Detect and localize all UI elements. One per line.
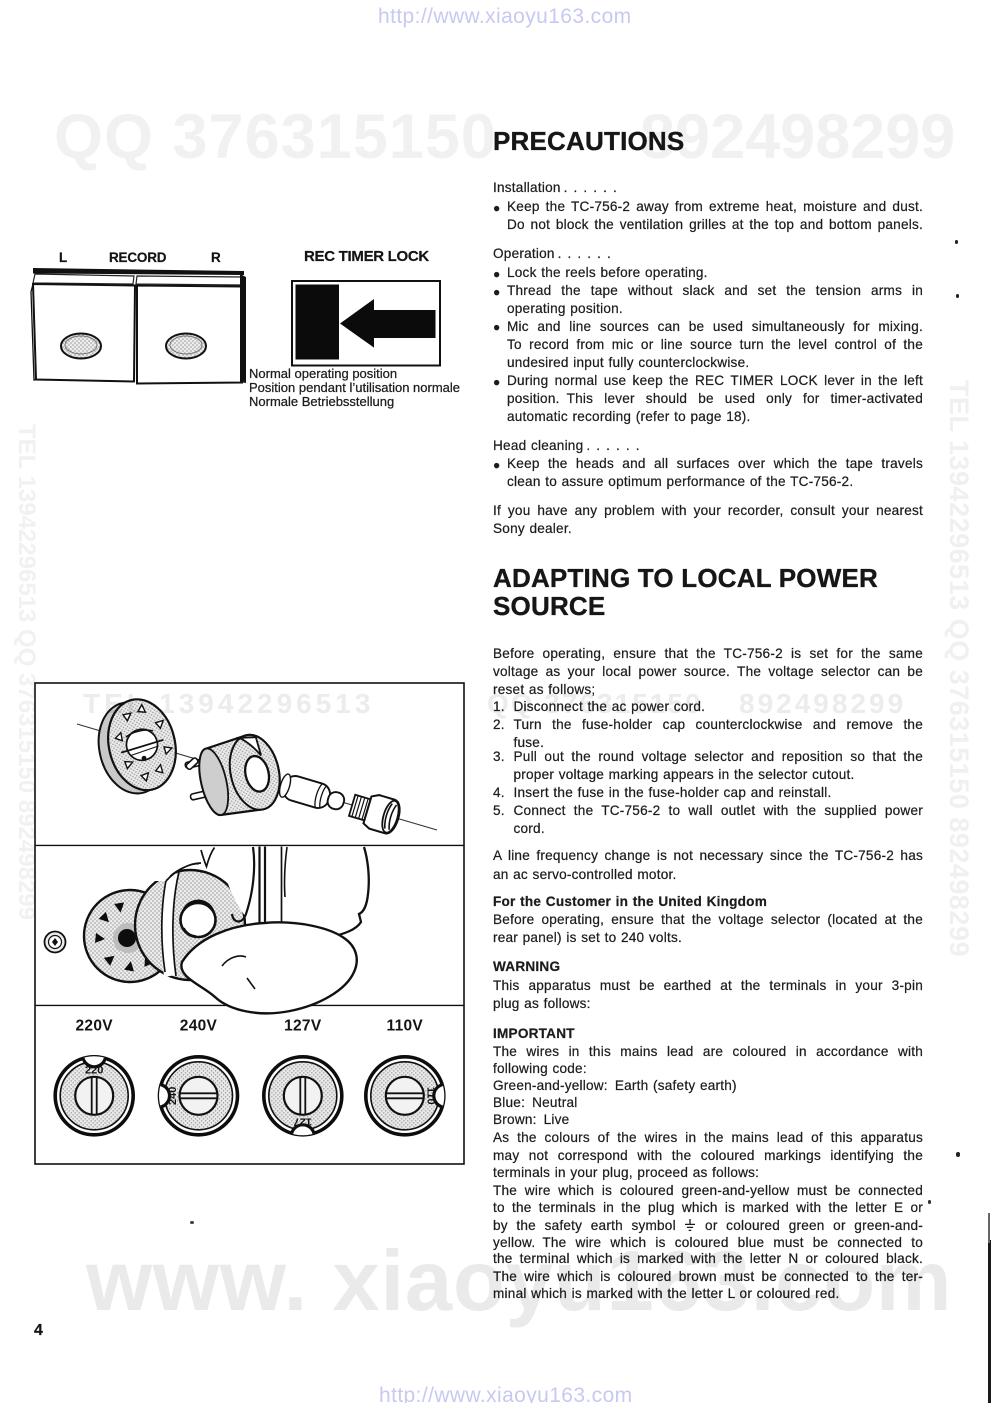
svg-text:110: 110 (424, 1087, 436, 1105)
svg-text:127: 127 (294, 1115, 312, 1127)
svg-text:240: 240 (167, 1087, 179, 1105)
svg-text:110V: 110V (387, 1018, 424, 1035)
svg-text:220V: 220V (75, 1018, 113, 1035)
svg-text:220: 220 (85, 1064, 103, 1076)
svg-text:127V: 127V (284, 1018, 322, 1035)
svg-text:240V: 240V (180, 1018, 218, 1035)
